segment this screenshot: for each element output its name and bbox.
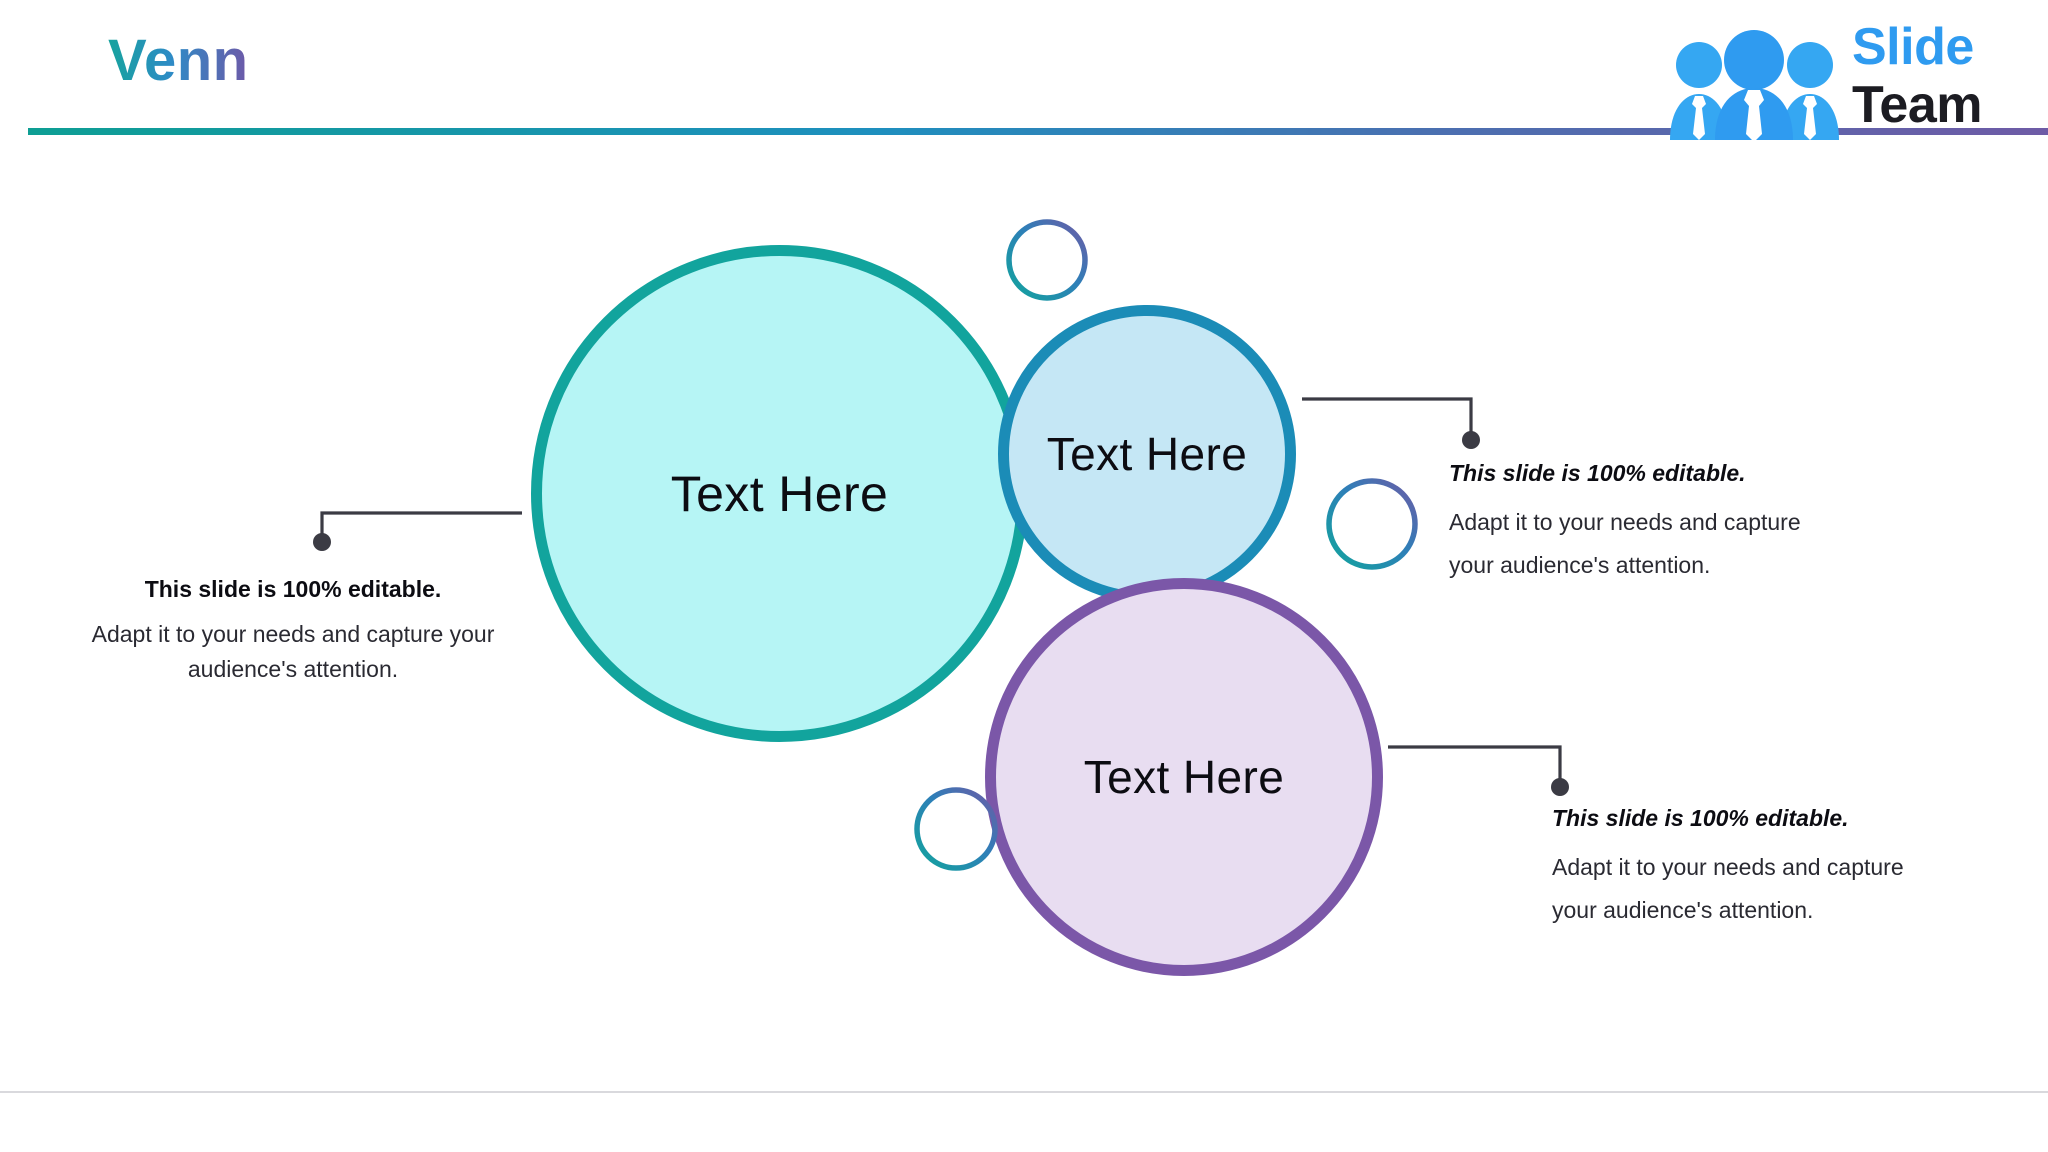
logo-word-team: Team — [1852, 76, 1982, 134]
logo-wordmark: Slide Team — [1852, 20, 2042, 144]
callout-right-bottom-body: Adapt it to your needs and capture your … — [1552, 853, 1904, 924]
callout-left-body: Adapt it to your needs and capture your … — [91, 620, 495, 683]
venn-circle-blue-label: Text Here — [1046, 428, 1248, 480]
venn-circle-main-label: Text Here — [670, 465, 889, 522]
decorative-ring-top-icon — [1006, 219, 1088, 301]
slideteam-logo: Slide Team — [1662, 14, 2042, 142]
callout-left[interactable]: This slide is 100% editable. Adapt it to… — [88, 572, 498, 688]
callout-left-title: This slide is 100% editable. — [144, 576, 442, 602]
callout-right-bottom-title: This slide is 100% editable. — [1552, 805, 1849, 831]
venn-circle-blue[interactable]: Text Here — [998, 305, 1296, 603]
callout-right-bottom[interactable]: This slide is 100% editable. Adapt it to… — [1552, 801, 1912, 933]
page-title: Venn — [108, 28, 249, 93]
logo-word-slide: Slide — [1852, 18, 1974, 76]
callout-right-top[interactable]: This slide is 100% editable. Adapt it to… — [1449, 456, 1809, 588]
header-divider — [28, 128, 2048, 135]
decorative-ring-bottom-icon — [914, 787, 998, 871]
venn-circle-purple[interactable]: Text Here — [985, 578, 1383, 976]
venn-circle-purple-label: Text Here — [1083, 751, 1285, 803]
people-group-icon — [1670, 30, 1839, 140]
venn-circle-main[interactable]: Text Here — [531, 245, 1028, 742]
callout-right-top-title: This slide is 100% editable. — [1449, 460, 1746, 486]
callout-right-top-body: Adapt it to your needs and capture your … — [1449, 508, 1801, 579]
footer-divider — [0, 1091, 2048, 1093]
decorative-ring-right-icon — [1326, 478, 1418, 570]
